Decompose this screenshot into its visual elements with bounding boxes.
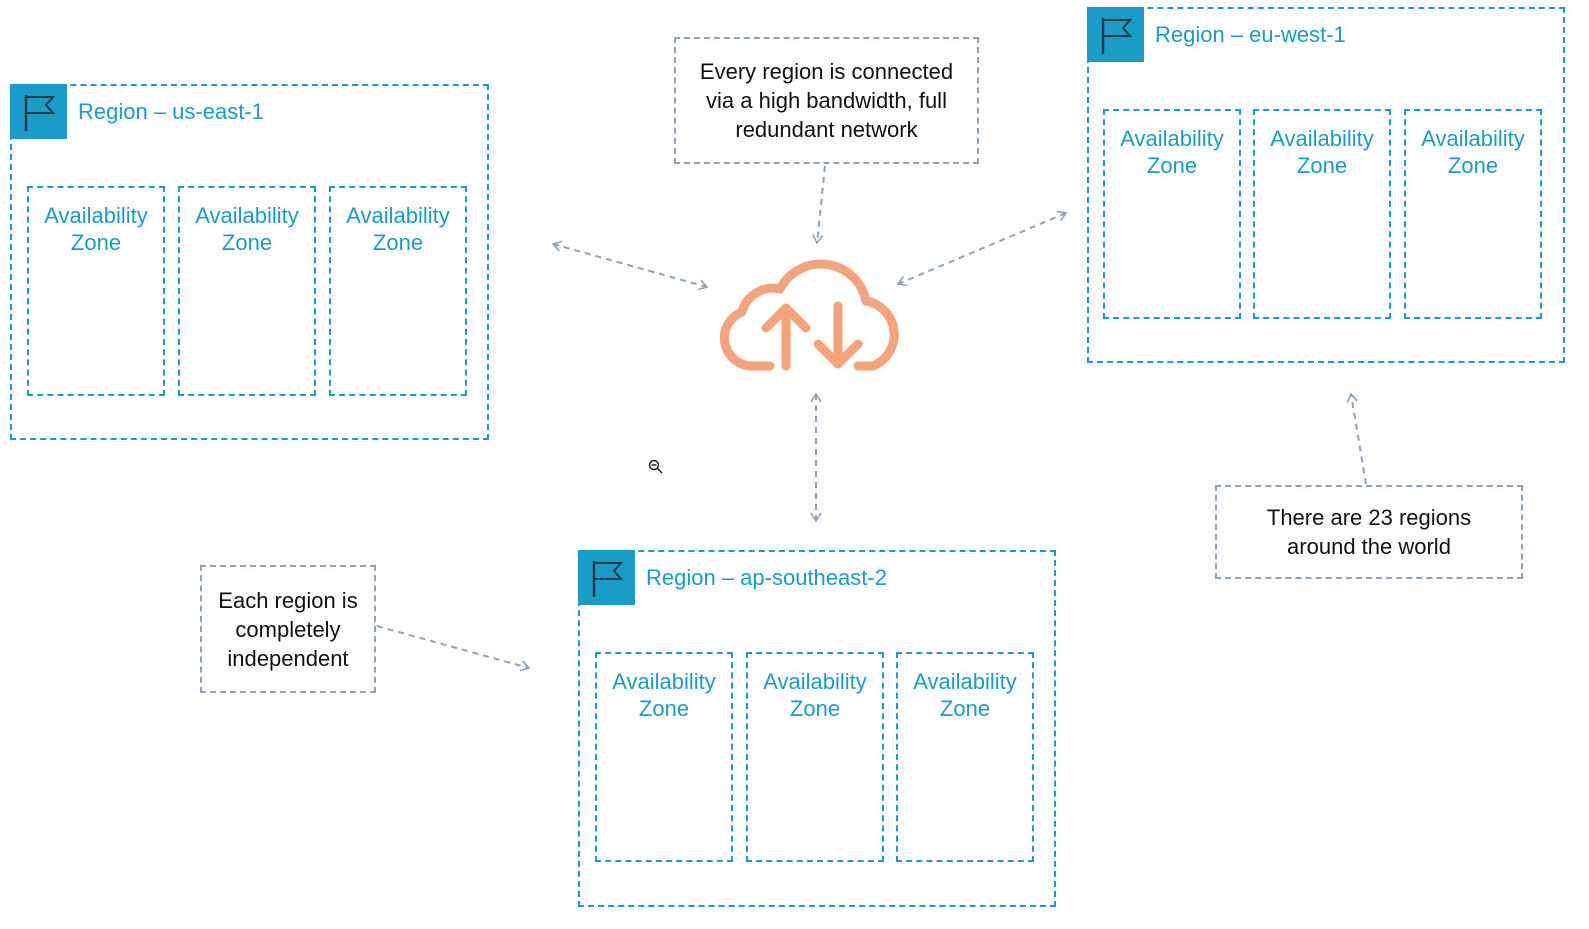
flag-icon bbox=[1087, 7, 1144, 62]
availability-zone: Availability Zone bbox=[896, 652, 1034, 862]
az-label-line2: Zone bbox=[638, 696, 690, 721]
az-label-line2: Zone bbox=[372, 230, 424, 255]
az-label-line1: Availability bbox=[612, 669, 716, 694]
az-label-line1: Availability bbox=[346, 203, 450, 228]
az-label-line1: Availability bbox=[763, 669, 867, 694]
note-line: around the world bbox=[1287, 534, 1451, 559]
pointer-regions-count-note bbox=[1346, 392, 1367, 485]
flag-icon bbox=[10, 84, 67, 139]
az-label-line2: Zone bbox=[1296, 153, 1348, 178]
pointer-independent-note bbox=[376, 625, 531, 672]
az-label-line2: Zone bbox=[221, 230, 273, 255]
note-line: Each region is bbox=[218, 587, 358, 613]
connector-eu-west-1 bbox=[896, 210, 1068, 287]
az-label-line1: Availability bbox=[913, 669, 1017, 694]
region-eu-west-1: Region – eu-west-1 Availability Zone Ava… bbox=[1087, 7, 1565, 363]
note-network-connected: Every region is connected via a high ban… bbox=[674, 37, 979, 164]
pointer-connected-note bbox=[812, 165, 826, 245]
az-label-line1: Availability bbox=[195, 203, 299, 228]
az-label-line2: Zone bbox=[789, 696, 841, 721]
note-line: Every region is connected bbox=[699, 59, 954, 84]
availability-zone: Availability Zone bbox=[1103, 109, 1241, 319]
availability-zone: Availability Zone bbox=[1253, 109, 1391, 319]
availability-zone: Availability Zone bbox=[27, 186, 165, 396]
note-region-independent: Each region is completely independent bbox=[200, 565, 376, 693]
az-label-line2: Zone bbox=[1146, 153, 1198, 178]
availability-zone: Availability Zone bbox=[178, 186, 316, 396]
az-label-line1: Availability bbox=[1120, 126, 1224, 151]
note-regions-count: There are 23 regions around the world bbox=[1215, 485, 1523, 579]
region-us-east-1: Region – us-east-1 Availability Zone Ava… bbox=[10, 84, 489, 440]
flag-icon bbox=[578, 550, 635, 605]
note-line: redundant network bbox=[735, 117, 918, 142]
az-label-line1: Availability bbox=[44, 203, 148, 228]
note-line: There are 23 regions bbox=[1266, 505, 1472, 530]
region-title: Region – ap-southeast-2 bbox=[646, 565, 887, 590]
az-label-line1: Availability bbox=[1421, 126, 1525, 151]
note-line: independent bbox=[227, 645, 349, 671]
availability-zone: Availability Zone bbox=[746, 652, 884, 862]
az-label-line1: Availability bbox=[1270, 126, 1374, 151]
az-label-line2: Zone bbox=[1447, 153, 1499, 178]
region-ap-southeast-2: Region – ap-southeast-2 Availability Zon… bbox=[578, 550, 1056, 907]
zoom-out-cursor-icon bbox=[648, 459, 663, 474]
cloud-upload-download-icon bbox=[719, 259, 899, 371]
note-line: completely bbox=[235, 616, 341, 642]
region-title: Region – eu-west-1 bbox=[1155, 22, 1346, 47]
az-label-line2: Zone bbox=[939, 696, 991, 721]
note-line: via a high bandwidth, full bbox=[706, 88, 947, 113]
connector-us-east-1 bbox=[551, 240, 709, 291]
availability-zone: Availability Zone bbox=[1404, 109, 1542, 319]
az-label-line2: Zone bbox=[70, 230, 122, 255]
availability-zone: Availability Zone bbox=[595, 652, 733, 862]
region-title: Region – us-east-1 bbox=[78, 99, 264, 124]
availability-zone: Availability Zone bbox=[329, 186, 467, 396]
